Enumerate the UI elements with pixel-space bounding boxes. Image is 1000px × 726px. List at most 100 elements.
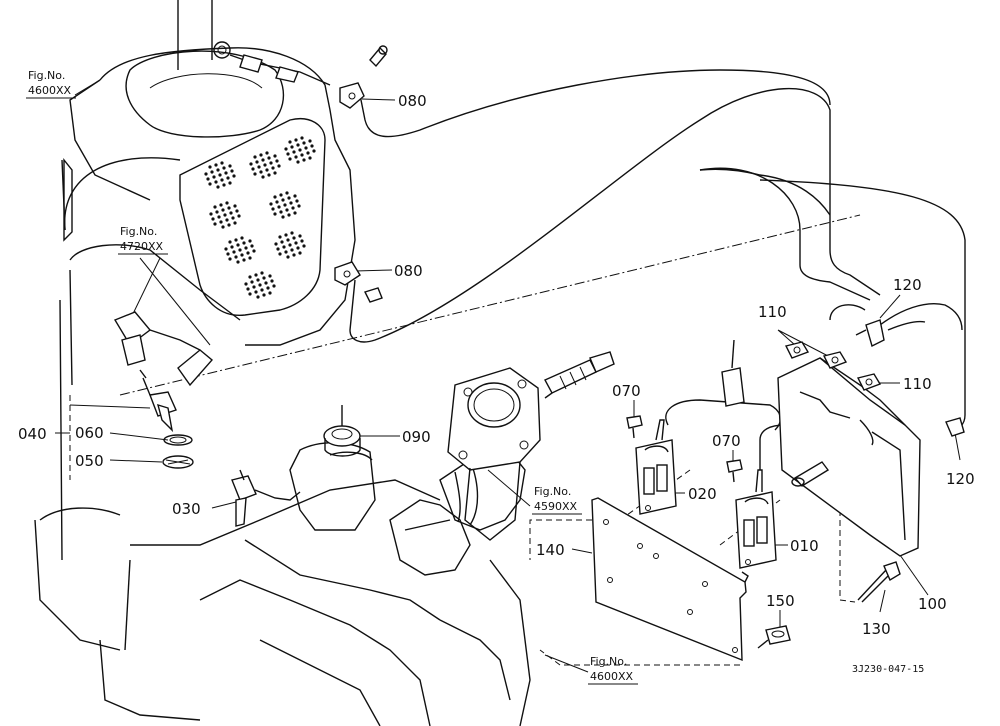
callout-130: 130: [862, 620, 891, 638]
perforation-dot: [244, 246, 248, 250]
perforation-dot: [286, 238, 290, 242]
perforation-dot: [227, 206, 231, 210]
exhaust-sensor-probe: [544, 351, 615, 399]
drawing-code: 3J230-047-15: [852, 664, 924, 675]
perforation-dot: [266, 286, 270, 290]
perforation-dot: [290, 231, 294, 235]
perforation-dot: [294, 241, 298, 245]
perforation-dot: [286, 255, 290, 259]
perforation-dot: [261, 175, 265, 179]
perforation-dot: [258, 283, 262, 287]
perforation-dot: [265, 168, 269, 172]
perforation-dot: [216, 185, 220, 189]
heat-shield-perforations: [204, 136, 316, 299]
perforation-dot: [226, 176, 230, 180]
perforation-dot: [232, 174, 236, 178]
callout-040: 040: [18, 425, 47, 443]
perforation-dot: [214, 163, 218, 167]
perforation-dot: [310, 144, 314, 148]
perforation-dot: [256, 295, 260, 299]
bolt-070-a: [626, 415, 643, 439]
perforation-dot: [233, 221, 237, 225]
perforation-dot: [262, 276, 266, 280]
perforation-dot: [218, 173, 222, 177]
perforation-dot: [267, 156, 271, 160]
perforation-dot: [267, 173, 271, 177]
perforation-dot: [221, 208, 225, 212]
perforation-dot: [210, 170, 214, 174]
grommet-090: [323, 405, 361, 457]
perforation-dot: [213, 205, 217, 209]
perforation-dot: [289, 201, 293, 205]
fig-ref-4720xx: Fig.No. 4720XX: [118, 225, 168, 255]
perforation-dot: [300, 153, 304, 157]
perforation-dot: [286, 152, 290, 156]
perforation-dot: [259, 170, 263, 174]
perforation-dot: [271, 207, 275, 211]
perforation-dot: [260, 288, 264, 292]
perforation-dot: [273, 154, 277, 158]
perforation-dot: [284, 233, 288, 237]
perforation-dot: [262, 293, 266, 297]
perforation-dot: [275, 159, 279, 163]
nut-110-c: [856, 373, 882, 391]
perforation-dot: [283, 203, 287, 207]
perforation-dot: [204, 172, 208, 176]
perforation-dot: [246, 287, 250, 291]
perforation-dot: [288, 140, 292, 144]
perforation-dot: [264, 281, 268, 285]
perforation-dot: [223, 213, 227, 217]
perforation-dot: [268, 274, 272, 278]
fig-ref-4590xx: Fig.No. 4590XX: [532, 485, 582, 515]
perforation-dot: [235, 209, 239, 213]
callout-110-a: 110: [758, 303, 787, 321]
perforation-dot: [248, 292, 252, 296]
perforation-dot: [209, 212, 213, 216]
perforation-dot: [257, 165, 261, 169]
perforation-dot: [275, 200, 279, 204]
perforation-dot: [246, 251, 250, 255]
perforation-dot: [285, 191, 289, 195]
perforation-dot: [244, 282, 248, 286]
perforation-dot: [300, 239, 304, 243]
perforation-dot: [273, 212, 277, 216]
spacer-collar: [791, 461, 830, 487]
perforation-dot: [287, 213, 291, 217]
perforation-dot: [217, 215, 221, 219]
mounting-plate-140: [591, 497, 749, 662]
perforation-dot: [250, 280, 254, 284]
perforation-dot: [256, 278, 260, 282]
perforation-dot: [278, 252, 282, 256]
figure-references: Fig.No. 4600XX Fig.No. 4720XX Fig.No. 45…: [26, 69, 638, 685]
perforation-dot: [242, 258, 246, 262]
perforation-dot: [233, 204, 237, 208]
perforation-dot: [290, 145, 294, 149]
perforation-dot: [280, 240, 284, 244]
perforation-dot: [225, 201, 229, 205]
perforation-dot: [304, 146, 308, 150]
perforation-dot: [206, 177, 210, 181]
perforation-dot: [284, 147, 288, 151]
perforation-dot: [249, 162, 253, 166]
perforation-dot: [254, 290, 258, 294]
bolt-070-b: [726, 459, 743, 483]
perforation-dot: [312, 149, 316, 153]
perforation-dot: [236, 260, 240, 264]
hose-clip-120-a: [855, 319, 885, 348]
perforation-dot: [252, 285, 256, 289]
perforation-dot: [260, 271, 264, 275]
perforation-dot: [296, 143, 300, 147]
clamp-080-lower: [334, 261, 383, 303]
perforation-dot: [293, 211, 297, 215]
perforation-dot: [248, 256, 252, 260]
callout-030: 030: [172, 500, 201, 518]
perforation-dot: [228, 240, 232, 244]
perforation-dot: [213, 222, 217, 226]
perforation-dot: [284, 250, 288, 254]
nut-110-a: [784, 341, 810, 359]
perforation-dot: [216, 168, 220, 172]
perforation-dot: [255, 160, 259, 164]
perforation-dot: [220, 161, 224, 165]
callout-070-a: 070: [612, 382, 641, 400]
perforation-dot: [221, 225, 225, 229]
